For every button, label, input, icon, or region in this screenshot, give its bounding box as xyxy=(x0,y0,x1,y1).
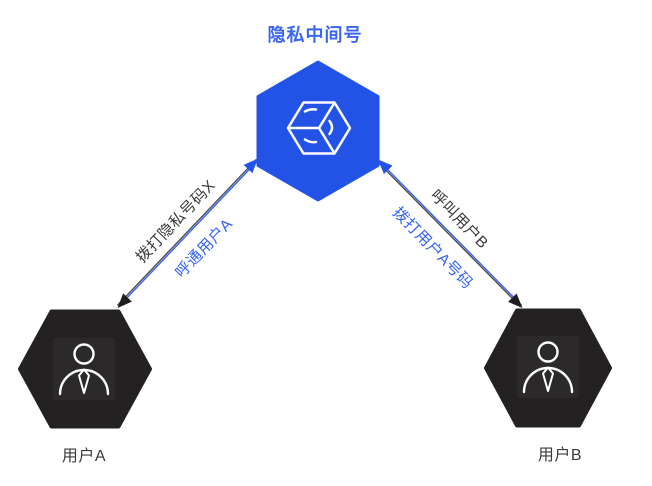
arrowhead-to-usera-icon xyxy=(117,293,132,308)
cube-dash-top xyxy=(303,108,318,113)
person-head xyxy=(537,341,559,363)
user-a-node: 用户A xyxy=(18,309,152,465)
connection-line-request xyxy=(116,158,257,306)
center-hexagon xyxy=(256,60,380,202)
user-b-label: 用户B xyxy=(538,446,582,464)
diagram-title: 隐私中间号 xyxy=(268,24,363,45)
cube-dash-right xyxy=(328,119,334,136)
person-tie xyxy=(542,366,554,392)
person-tie xyxy=(78,368,90,394)
cube-hexagon-icon xyxy=(286,101,352,155)
person-icon xyxy=(517,336,579,398)
connection-center-userb: 呼叫用户B 拨打用户A号码 xyxy=(377,159,523,308)
arrowhead-to-center-icon xyxy=(378,159,393,175)
connection-line-request xyxy=(377,162,521,308)
person-head xyxy=(73,343,95,365)
cube-edges xyxy=(288,102,336,154)
person-icon xyxy=(53,338,115,400)
connection-line-response xyxy=(118,160,259,308)
connection-usera-center: 拨打隐私号码X 呼通用户A xyxy=(116,158,259,308)
arrowhead-to-center-icon xyxy=(243,158,258,174)
cube-dash-bottom xyxy=(303,138,318,144)
user-a-label: 用户A xyxy=(62,447,106,465)
privacy-number-node xyxy=(256,60,380,202)
arrowhead-to-userb-icon xyxy=(508,293,523,308)
user-b-node: 用户B xyxy=(484,308,612,464)
connection-line-response xyxy=(379,160,523,306)
